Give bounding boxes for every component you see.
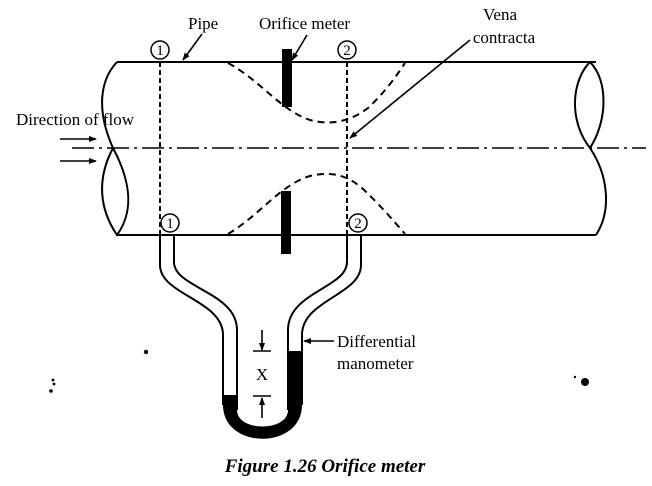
- section-1-marker-bottom: 1: [160, 213, 180, 233]
- figure-caption: Figure 1.26 Orifice meter: [224, 456, 426, 477]
- orifice-plate: [281, 49, 292, 254]
- flow-direction-arrows: [60, 136, 97, 164]
- pipe: [101, 61, 607, 237]
- vena-contracta-leader: [349, 39, 471, 139]
- manometer-right-inner-wall: [287, 235, 348, 410]
- section-1-label-bottom: 1: [166, 216, 174, 232]
- pipe-label: Pipe: [188, 14, 218, 33]
- flow-streamlines: [227, 62, 406, 235]
- section-2-marker-bottom: 2: [348, 213, 368, 233]
- orifice-meter-leader: [291, 34, 308, 61]
- manometer-left-inner-wall: [173, 235, 238, 410]
- height-difference-label: X: [256, 365, 268, 384]
- section-2-label-top: 2: [343, 43, 351, 59]
- streamline-lower: [227, 172, 406, 235]
- speck: [51, 378, 55, 382]
- scan-artifacts: [49, 349, 589, 393]
- orifice-meter-label: Orifice meter: [259, 14, 350, 33]
- section-2-label-bottom: 2: [354, 216, 362, 232]
- direction-of-flow-label: Direction of flow: [16, 110, 135, 129]
- speck: [143, 349, 149, 355]
- vena-contracta-label-line1: Vena: [483, 5, 517, 24]
- section-1-label-top: 1: [156, 43, 164, 59]
- differential-manometer-label-line2: manometer: [337, 354, 414, 373]
- speck: [581, 378, 589, 386]
- pipe-leader: [182, 33, 203, 61]
- manometer-right-outer-wall: [301, 235, 362, 405]
- pipe-left-break: [101, 61, 130, 237]
- speck: [573, 375, 577, 379]
- speck: [52, 382, 56, 386]
- height-difference-dimension: X: [253, 330, 271, 418]
- streamline-upper: [227, 62, 406, 124]
- manometer-fluid: [223, 351, 302, 439]
- manometer-left-outer-wall: [159, 235, 224, 405]
- vena-contracta-label-line2: contracta: [473, 28, 536, 47]
- speck: [49, 389, 53, 393]
- orifice-plate-top: [282, 49, 292, 107]
- section-1-marker-top: 1: [150, 40, 170, 60]
- section-2-marker-top: 2: [337, 40, 357, 60]
- orifice-plate-bottom: [281, 191, 291, 254]
- differential-manometer-label-line1: Differential: [337, 332, 416, 351]
- differential-manometer: [159, 235, 362, 439]
